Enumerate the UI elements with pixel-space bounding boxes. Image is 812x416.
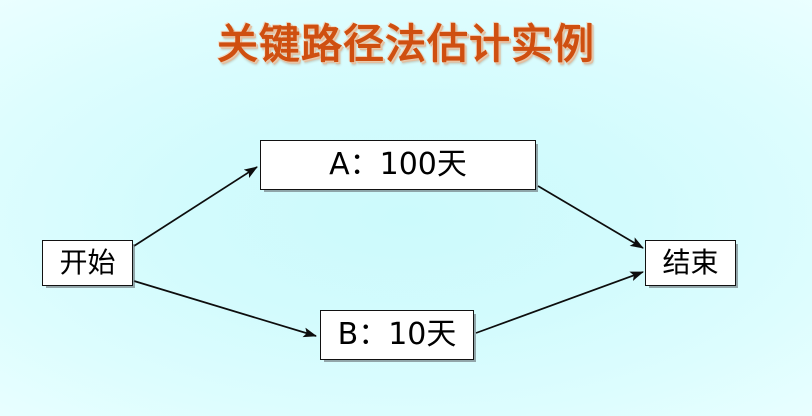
edge-start-to-b <box>133 280 317 338</box>
node-task-b-label: B：10天 <box>337 317 457 352</box>
page-title: 关键路径法估计实例 <box>217 20 595 68</box>
node-task-a-label: A：100天 <box>329 147 467 182</box>
edge-b-to-end <box>475 271 644 334</box>
node-end-label: 结束 <box>662 246 719 279</box>
node-task-b[interactable]: B：10天 <box>320 310 474 360</box>
edge-start-to-a <box>133 166 258 247</box>
node-task-a[interactable]: A：100天 <box>260 140 536 190</box>
edge-a-to-end <box>537 185 644 249</box>
node-start-label: 开始 <box>59 246 116 279</box>
node-start[interactable]: 开始 <box>42 240 133 286</box>
node-end[interactable]: 结束 <box>645 240 736 286</box>
